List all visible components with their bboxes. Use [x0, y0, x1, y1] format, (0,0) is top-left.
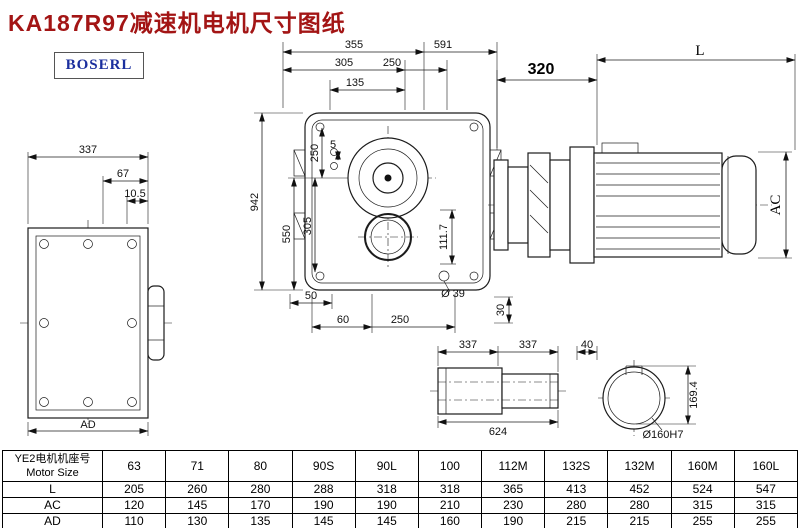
dim-cell: 547 — [733, 481, 799, 498]
size-header: 90L — [354, 450, 419, 482]
motor-size-header: YE2电机机座号 Motor Size — [2, 450, 103, 482]
dim-cell: 280 — [544, 497, 609, 514]
dim-cell: 210 — [417, 497, 483, 514]
dim-section-dia160-label: Ø160H7 — [643, 429, 684, 441]
dim-cell: 190 — [481, 513, 546, 528]
table-row-AD: AD 110 130 135 145 145 160 190 215 215 2… — [2, 513, 799, 528]
dim-shaft-624-label: 624 — [489, 426, 507, 438]
dim-cell: 145 — [291, 513, 356, 528]
dim-top-591-label: 591 — [434, 39, 452, 51]
dimension-table: YE2电机机座号 Motor Size 63 71 80 90S 90L 100… — [2, 450, 799, 528]
dim-section-169-4-label: 169.4 — [688, 381, 700, 409]
dim-bottom-250-label: 250 — [391, 314, 409, 326]
dim-cell: 215 — [544, 513, 609, 528]
dim-cell: 160 — [417, 513, 483, 528]
dim-motor-AC-label: AC — [768, 195, 784, 216]
page-title: KA187R97减速机电机尺寸图纸 — [8, 10, 346, 36]
dim-left-67-label: 67 — [117, 168, 129, 180]
boserl-logo-text: BOSERL — [65, 57, 133, 73]
dim-motor-L-label: L — [695, 43, 704, 59]
dim-left-5-label: 5 — [330, 139, 336, 151]
size-header: 90S — [291, 450, 356, 482]
boserl-logo: BOSERL — [54, 52, 144, 79]
dim-top-250-label: 250 — [383, 57, 401, 69]
size-header: 160L — [733, 450, 799, 482]
dim-left-250-label: 250 — [309, 144, 321, 162]
dim-cell: 190 — [354, 497, 419, 514]
dim-left-942-label: 942 — [249, 193, 261, 211]
dim-cell: 315 — [670, 497, 735, 514]
shaft-view-drawing: 337 337 624 40 — [430, 339, 598, 438]
dim-cell: 110 — [101, 513, 167, 528]
center-view-drawing: 355 591 305 250 135 942 550 250 305 5 — [249, 39, 513, 333]
dim-top-305-label: 305 — [335, 57, 353, 69]
dim-cell: 365 — [481, 481, 546, 498]
dim-shaft-40-label: 40 — [581, 339, 593, 351]
dim-cell: 452 — [607, 481, 672, 498]
dim-cell: 280 — [607, 497, 672, 514]
dim-cell: 255 — [670, 513, 735, 528]
size-header: 112M — [481, 450, 546, 482]
size-header: 132M — [607, 450, 672, 482]
dim-cell: 318 — [354, 481, 419, 498]
dim-cell: 170 — [228, 497, 293, 514]
left-view-drawing: 337 67 10.5 AD — [20, 144, 174, 436]
dim-cell: 280 — [228, 481, 293, 498]
size-header: 160M — [670, 450, 735, 482]
dim-cell: 524 — [670, 481, 735, 498]
dim-bottom-60-label: 60 — [337, 314, 349, 326]
dim-left-width-label: 337 — [79, 144, 97, 156]
table-row-L: L 205 260 280 288 318 318 365 413 452 52… — [2, 481, 799, 498]
technical-drawing: 337 67 10.5 AD — [20, 39, 796, 441]
dim-cell: 145 — [165, 497, 230, 514]
dim-cell: 120 — [101, 497, 167, 514]
motor-size-header-cn: YE2电机机座号 — [14, 453, 91, 465]
size-header: 132S — [544, 450, 609, 482]
dim-top-355-label: 355 — [345, 39, 363, 51]
dim-cell: 230 — [481, 497, 546, 514]
dim-cell: 215 — [607, 513, 672, 528]
dim-cell: 190 — [291, 497, 356, 514]
row-label: AC — [2, 497, 103, 514]
dim-left-ad-label: AD — [80, 419, 95, 431]
motor-view-drawing: 320 L AC — [488, 43, 796, 264]
dim-top-135-label: 135 — [346, 77, 364, 89]
dim-cell: 205 — [101, 481, 167, 498]
dim-left-10-5-label: 10.5 — [124, 188, 145, 200]
dim-cell: 288 — [291, 481, 356, 498]
motor-size-header-en: Motor Size — [26, 467, 79, 479]
dim-left-305-label: 305 — [302, 217, 314, 235]
dim-bottom-dia39-label: Ø 39 — [441, 288, 465, 300]
dim-cell: 318 — [417, 481, 483, 498]
row-label: AD — [2, 513, 103, 528]
dim-cell: 135 — [228, 513, 293, 528]
dim-bottom-50-label: 50 — [305, 290, 317, 302]
dim-cell: 255 — [733, 513, 799, 528]
row-label: L — [2, 481, 103, 498]
size-header: 71 — [165, 450, 230, 482]
dim-cell: 260 — [165, 481, 230, 498]
dim-left-550-label: 550 — [281, 225, 293, 243]
dim-cell: 130 — [165, 513, 230, 528]
dim-shaft-337-right-label: 337 — [519, 339, 537, 351]
dim-shaft-337-left-label: 337 — [459, 339, 477, 351]
size-header: 63 — [101, 450, 167, 482]
dim-bottom-30-label: 30 — [495, 304, 507, 316]
section-view-drawing: 169.4 Ø160H7 — [598, 360, 700, 441]
dim-cell: 315 — [733, 497, 799, 514]
size-header: 80 — [228, 450, 293, 482]
dim-right-111-7-label: 111.7 — [438, 224, 450, 250]
table-header-row: YE2电机机座号 Motor Size 63 71 80 90S 90L 100… — [2, 450, 799, 482]
dim-motor-320-label: 320 — [528, 61, 555, 78]
size-header: 100 — [417, 450, 483, 482]
dim-cell: 145 — [354, 513, 419, 528]
dimension-table-area: YE2电机机座号 Motor Size 63 71 80 90S 90L 100… — [2, 450, 799, 528]
table-row-AC: AC 120 145 170 190 190 210 230 280 280 3… — [2, 497, 799, 514]
dim-cell: 413 — [544, 481, 609, 498]
